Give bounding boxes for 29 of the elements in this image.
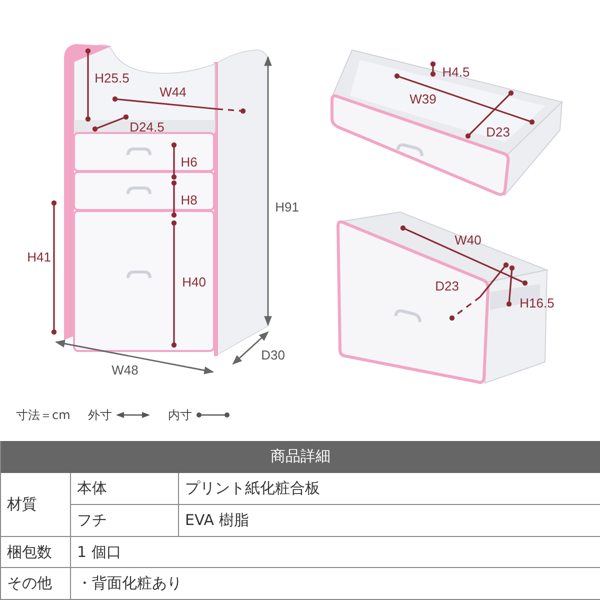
table-cell: 梱包数 [1, 537, 71, 568]
table-cell: 材質 [1, 473, 71, 537]
dimension-label: D23 [486, 124, 510, 140]
table-cell: フチ [71, 505, 179, 537]
dimension-label: H91 [275, 200, 299, 214]
dimension-label: D30 [261, 348, 285, 362]
table-cell: EVA 樹脂 [179, 505, 600, 537]
legend-label: 外寸 [88, 407, 112, 423]
table-header: 商品詳細 [1, 441, 600, 473]
dimension-label: H16.5 [520, 296, 554, 310]
table-cell: ・背面化粧あり [71, 568, 600, 600]
table-cell: その他 [1, 568, 71, 600]
legend-label: 内寸 [168, 407, 192, 423]
table-cell: 本体 [71, 473, 179, 505]
table-cell: プリント紙化粧合板 [179, 473, 600, 505]
dimension-label: H6 [180, 154, 198, 170]
dimension-label: W44 [160, 84, 186, 100]
dimension-label: D23 [435, 278, 459, 294]
dimension-label: H40 [182, 274, 206, 290]
unit-note: 寸法＝cm [16, 407, 70, 423]
table-cell: 1 個口 [71, 537, 600, 568]
dimension-label: W39 [410, 92, 436, 106]
dimension-label: H25.5 [94, 70, 130, 86]
dimension-label: H41 [27, 250, 51, 264]
dimension-label: H4.5 [442, 64, 470, 80]
dimension-label: D24.5 [130, 120, 164, 134]
dimension-label: H8 [180, 192, 198, 208]
dimension-label: W48 [112, 362, 138, 378]
dimension-label: W40 [454, 232, 482, 248]
